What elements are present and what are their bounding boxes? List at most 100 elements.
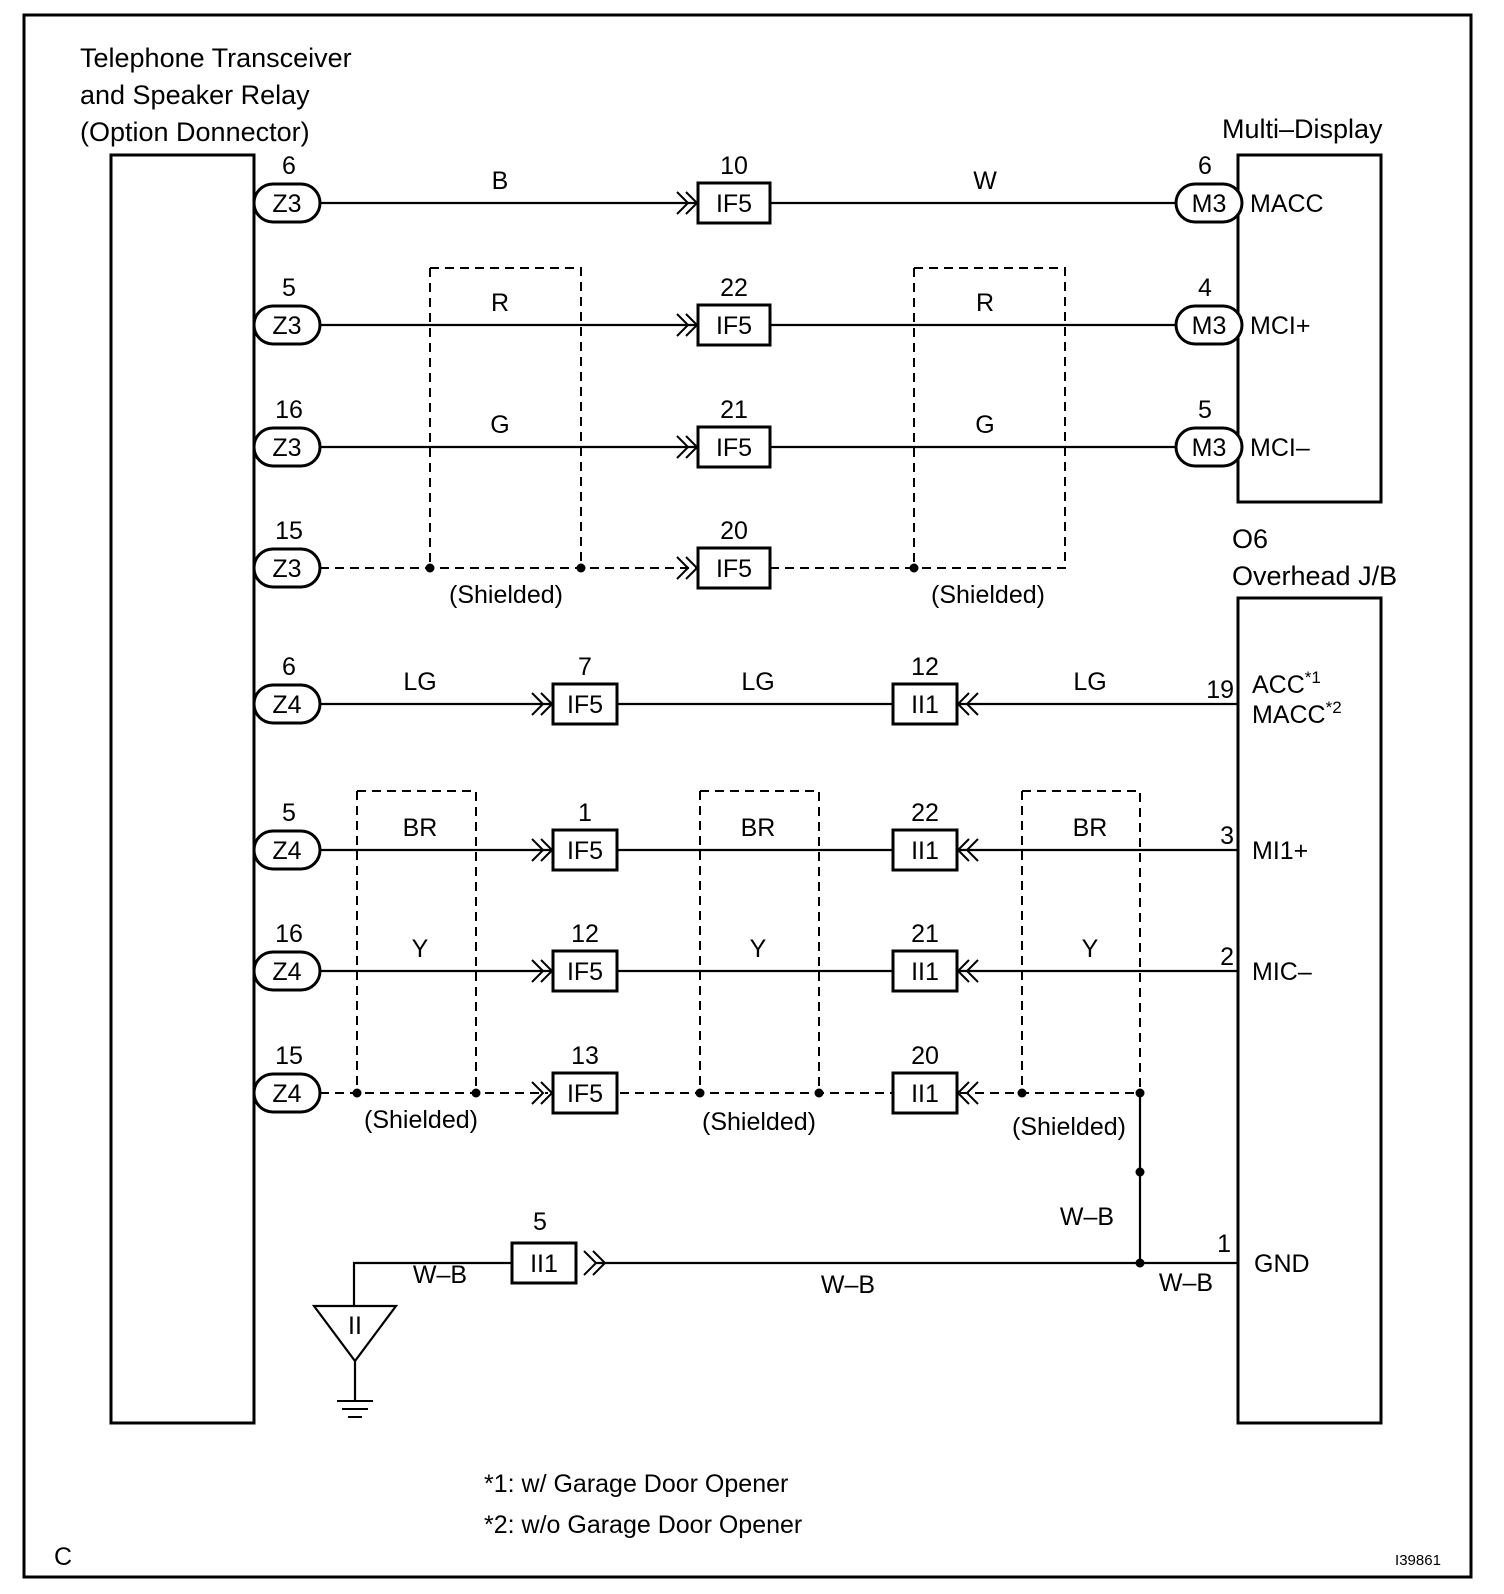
left-pin: 15	[275, 1042, 303, 1070]
left-pin: 5	[282, 799, 296, 827]
outer-frame	[22, 13, 1473, 1579]
right-connector-m3-label: M3	[1192, 434, 1227, 462]
left-connector-z4-label: Z4	[272, 958, 301, 986]
right-connector-m3: M3	[1174, 426, 1244, 468]
svg-text:ACC*1: ACC*1	[1252, 668, 1321, 699]
terminal-label: MI1+	[1252, 837, 1308, 865]
telephone-transceiver-box	[109, 153, 256, 1425]
wire-color-left: Y	[412, 935, 429, 963]
shielded-label-1: (Shielded)	[449, 581, 563, 609]
mid-connector-if5: IF5	[696, 546, 772, 590]
wire-color-right: LG	[1073, 668, 1106, 696]
left-connector-z4: Z4	[252, 950, 322, 992]
left-connector-z3-label: Z3	[272, 434, 301, 462]
mid-connector-if5-label: IF5	[567, 837, 603, 865]
wire-color-right: R	[976, 289, 994, 317]
right-connector-m3: M3	[1174, 182, 1244, 224]
mid-connector-if5: IF5	[696, 181, 772, 225]
left-connector-z4-label: Z4	[272, 837, 301, 865]
mid-connector-if5: IF5	[551, 1071, 619, 1115]
left-pin: 16	[275, 396, 303, 424]
wire-color-left: R	[491, 289, 509, 317]
overhead-jb-box	[1236, 596, 1383, 1425]
wire-color-left: BR	[403, 814, 438, 842]
shielded-label-4: (Shielded)	[702, 1108, 816, 1136]
mid-connector-if5: IF5	[551, 828, 619, 872]
shielded-label-5: (Shielded)	[1012, 1113, 1126, 1141]
wire-color-right: W	[973, 167, 997, 195]
terminal-label: MACC	[1250, 190, 1324, 218]
svg-text:MACC*2: MACC*2	[1252, 698, 1342, 729]
multi-display-title: Multi–Display	[1222, 114, 1383, 144]
left-pin: 5	[282, 274, 296, 302]
mid-pin: 1	[578, 799, 592, 827]
mid-pin: 22	[720, 274, 748, 302]
wire-color-mid: LG	[741, 668, 774, 696]
right-pin: 6	[1198, 152, 1212, 180]
mid-connector-ii1-label: II1	[911, 958, 939, 986]
gnd-pin: 1	[1217, 1230, 1231, 1258]
right-pin: 4	[1198, 274, 1212, 302]
right-pin: 3	[1220, 822, 1234, 850]
left-connector-z3-label: Z3	[272, 555, 301, 583]
left-connector-z3-label: Z3	[272, 312, 301, 340]
mid-pin: 20	[720, 517, 748, 545]
left-connector-z4: Z4	[252, 829, 322, 871]
mid-pin: 7	[578, 653, 592, 681]
terminal-label: MCI+	[1250, 312, 1310, 340]
right-pin: 2	[1220, 943, 1234, 971]
mid-connector-ii1: II1	[891, 949, 959, 993]
wire-color-left: G	[490, 411, 509, 439]
mid-connector-if5: IF5	[551, 949, 619, 993]
left-connector-z4: Z4	[252, 1072, 322, 1114]
right-connector-m3-label: M3	[1192, 312, 1227, 340]
left-connector-z4-label: Z4	[272, 1080, 301, 1108]
mid-connector-if5: IF5	[551, 682, 619, 726]
left-connector-z4: Z4	[252, 683, 322, 725]
mid-connector-if5-label: IF5	[716, 434, 752, 462]
left-connector-z3: Z3	[252, 547, 322, 589]
wire-color-left: B	[492, 167, 509, 195]
mid-connector-ii1-label: II1	[911, 837, 939, 865]
left-connector-z4-label: Z4	[272, 691, 301, 719]
gnd-terminal: GND	[1254, 1250, 1310, 1278]
mid-connector-if5-label: IF5	[716, 555, 752, 583]
mid-pin: 10	[720, 152, 748, 180]
mid-pin: 12	[571, 920, 599, 948]
wire-color-right: BR	[1073, 814, 1108, 842]
note-1: *1: w/ Garage Door Opener	[484, 1470, 788, 1498]
wire-color-mid: Y	[750, 935, 767, 963]
right-pin: 19	[1206, 676, 1234, 704]
ground-wire-right: W–B	[1159, 1269, 1213, 1297]
multi-display-box	[1236, 153, 1383, 504]
mid2-pin: 20	[911, 1042, 939, 1070]
ground-connector-label: II1	[530, 1250, 558, 1278]
left-component-title-line2: and Speaker Relay	[80, 80, 310, 110]
overhead-jb-title: Overhead J/B	[1232, 561, 1397, 591]
wire-color-right: Y	[1082, 935, 1099, 963]
left-pin: 6	[282, 152, 296, 180]
mid-connector-if5-label: IF5	[567, 1080, 603, 1108]
ground-wire-left: W–B	[413, 1261, 467, 1289]
wire-color-right: G	[975, 411, 994, 439]
note-2: *2: w/o Garage Door Opener	[484, 1511, 802, 1539]
mid-pin: 21	[720, 396, 748, 424]
mid-connector-ii1-label: II1	[911, 691, 939, 719]
shield-group-lower	[320, 790, 1145, 1098]
mid2-pin: 22	[911, 799, 939, 827]
left-component-title-line3: (Option Donnector)	[80, 117, 310, 147]
acc-macc-terminal: ACC*1 MACC*2	[1252, 668, 1342, 729]
left-component-title-line1: Telephone Transceiver	[80, 43, 352, 73]
mid2-pin: 12	[911, 653, 939, 681]
mid-connector-ii1: II1	[891, 828, 959, 872]
mid2-pin: 21	[911, 920, 939, 948]
